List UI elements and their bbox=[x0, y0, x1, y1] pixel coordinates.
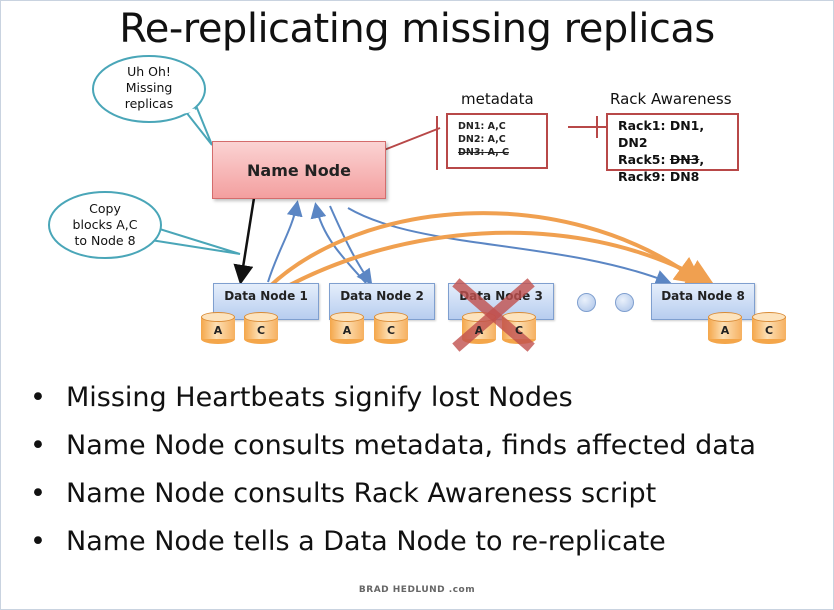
metadata-entry: DN2: A,C bbox=[458, 134, 506, 145]
block-cylinder: C bbox=[752, 312, 786, 344]
name-node-label: Name Node bbox=[247, 160, 351, 180]
rack-entry: Rack5: DN3, bbox=[618, 152, 705, 167]
data-node-2: Data Node 2 bbox=[329, 283, 435, 320]
bullet-item: •Missing Heartbeats signify lost Nodes bbox=[30, 382, 573, 413]
bubble-copy-blocks bbox=[48, 191, 241, 259]
rack-entry: Rack1: DN1, DN2 bbox=[618, 118, 705, 150]
bullet-list: •Missing Heartbeats signify lost Nodes •… bbox=[30, 378, 756, 570]
block-cylinder: A bbox=[201, 312, 235, 344]
metadata-entry: DN1: A,C bbox=[458, 121, 506, 132]
namenode-metadata-link bbox=[383, 127, 441, 151]
bullet-item: •Name Node consults metadata, finds affe… bbox=[30, 430, 756, 461]
metadata-table: DN1: A,C DN2: A,C DN3: A, C bbox=[446, 113, 548, 169]
replication-arrows bbox=[266, 211, 715, 298]
metadata-heading: metadata bbox=[461, 90, 534, 108]
rack-awareness-heading: Rack Awareness bbox=[610, 90, 732, 108]
rack-entry: Rack9: DN8 bbox=[618, 169, 700, 184]
bullet-item: •Name Node tells a Data Node to re-repli… bbox=[30, 526, 666, 557]
block-cylinder: C bbox=[374, 312, 408, 344]
block-cylinder: A bbox=[462, 312, 496, 344]
metadata-entry-struck: DN3: A, C bbox=[458, 147, 509, 158]
copy-command-arrow bbox=[233, 197, 256, 285]
ellipsis-dot bbox=[577, 293, 596, 312]
footer-credit: BRAD HEDLUND .com bbox=[358, 585, 476, 595]
bubble-copy-text: Copy blocks A,C to Node 8 bbox=[72, 201, 138, 248]
bubble-missing-text: Uh Oh! Missing replicas bbox=[124, 64, 174, 111]
block-cylinder: C bbox=[244, 312, 278, 344]
name-node-box: Name Node bbox=[212, 141, 386, 199]
block-cylinder: C bbox=[502, 312, 536, 344]
ellipsis-dot bbox=[615, 293, 634, 312]
rack-awareness-table: Rack1: DN1, DN2 Rack5: DN3, Rack9: DN8 bbox=[606, 113, 739, 184]
bullet-item: •Name Node consults Rack Awareness scrip… bbox=[30, 478, 657, 509]
bubble-missing-replicas bbox=[92, 55, 213, 146]
block-cylinder: A bbox=[708, 312, 742, 344]
block-cylinder: A bbox=[330, 312, 364, 344]
slide-title: Re-replicating missing replicas bbox=[119, 6, 715, 52]
